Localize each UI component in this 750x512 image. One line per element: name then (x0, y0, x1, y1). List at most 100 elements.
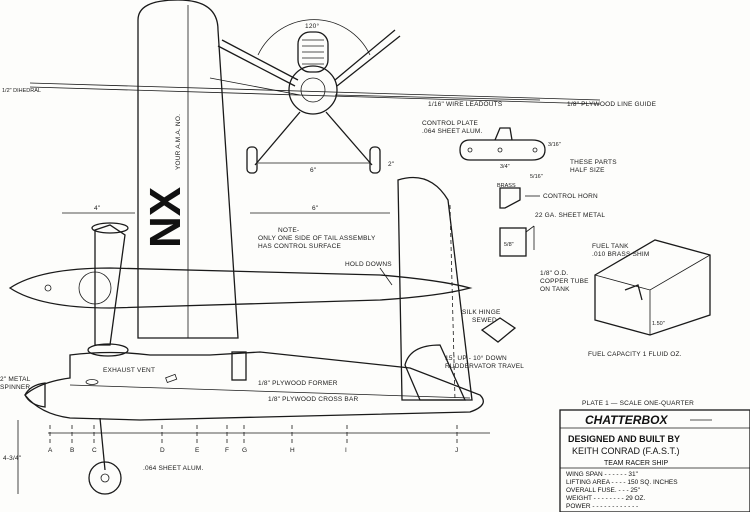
station-d: D (160, 447, 165, 454)
title-builder: KEITH CONRAD (F.A.S.T.) (572, 446, 680, 456)
hold-downs-label: HOLD DOWNS (345, 261, 392, 268)
station-e: E (195, 447, 200, 454)
tail-fin-top (397, 176, 473, 401)
travel-label-2: RUDDERVATOR TRAVEL (445, 363, 524, 370)
gear-leg-right (325, 111, 373, 166)
brass-label: BRASS (497, 183, 516, 189)
station-labels: A B C D E F G H I J (48, 425, 458, 454)
side-view: EXHAUST VENT 1/8" PLYWOOD FORMER 1/8" PL… (0, 309, 524, 495)
hinge-label-2: SEWED (472, 317, 497, 324)
wing-outline (137, 0, 239, 339)
control-plate-shape (459, 139, 546, 161)
alum-label: .064 SHEET ALUM. (143, 465, 204, 472)
note-line-2: ONLY ONE SIDE OF TAIL ASSEMBLY (258, 235, 376, 242)
gear-track-dim: 6" (310, 167, 317, 174)
horn-dim: 5/16" (530, 174, 543, 180)
leadout-wire-left (209, 77, 301, 96)
former-label: 1/8" PLYWOOD FORMER (258, 380, 338, 387)
bracket-dim: 5/8" (504, 242, 514, 248)
title-block: PLATE 1 — SCALE ONE-QUARTER CHATTERBOX D… (559, 400, 750, 512)
tube-label-2: COPPER TUBE (540, 278, 589, 285)
registration-nx: NX (141, 187, 190, 248)
title-frame (559, 409, 750, 512)
angle-label: 120° (305, 22, 319, 30)
title-team: TEAM RACER SHIP (604, 460, 669, 467)
spinner-label-2: SPINNER (0, 384, 30, 391)
fuselage-planform: 4" 6" NOTE- ONLY ONE SIDE OF TAIL ASSEMB… (8, 176, 473, 401)
station-j: J (455, 447, 458, 454)
gear-strut-top (94, 224, 126, 346)
v-tail-left (221, 39, 299, 81)
station-g: G (242, 447, 247, 454)
fuselage-outline (8, 267, 473, 309)
tank-label-2: .010 BRASS SHIM (592, 251, 650, 258)
station-i: I (345, 447, 347, 454)
gear-leg-left (254, 111, 301, 166)
half-size-label-2: HALF SIZE (570, 167, 605, 174)
spec-list: WING SPAN - - - - - - 31"LIFTING AREA - … (566, 471, 678, 510)
control-plate-label-1: CONTROL PLATE (422, 120, 479, 127)
crossbar-line (69, 384, 471, 399)
title-designed: DESIGNED AND BUILT BY (568, 434, 680, 444)
spec-line: WING SPAN - - - - - - 31" (566, 471, 639, 478)
wheel-right (369, 146, 381, 174)
line-guide-label: 1/8" PLYWOOD LINE GUIDE (567, 101, 657, 108)
tube-label-3: ON TANK (540, 286, 570, 293)
tank-tube (624, 284, 643, 301)
spec-line: WEIGHT - - - - - - - - 29 OZ. (566, 495, 646, 502)
spec-line: POWER - - - - - - - - - - - - (566, 503, 638, 510)
crossbar-label: 1/8" PLYWOOD CROSS BAR (268, 396, 358, 403)
wheel-top (91, 222, 129, 234)
control-horn-label: CONTROL HORN (543, 193, 598, 200)
station-b: B (70, 447, 75, 454)
angle-arc (257, 19, 371, 56)
station-c: C (92, 447, 97, 454)
plywood-former (231, 351, 247, 381)
plate-width-dim: 3/4" (500, 164, 510, 170)
exhaust-vent (85, 379, 99, 385)
engine-side (87, 343, 129, 357)
station-a: A (48, 447, 53, 454)
wheel-left (246, 146, 258, 174)
tube-label-1: 1/8" O.D. (540, 270, 568, 277)
small-parts: CONTROL PLATE .064 SHEET ALUM. 3/4" 3/16… (422, 120, 617, 257)
wing-span-line (29, 82, 601, 101)
ama-number-label: YOUR A.M.A. NO. (175, 114, 182, 170)
leadouts-label: 1/16" WIRE LEADOUTS (428, 101, 503, 108)
silk-hinge (480, 317, 517, 343)
tank-outline (594, 239, 711, 336)
note-line-3: HAS CONTROL SURFACE (258, 243, 341, 250)
spinner-side (24, 382, 46, 408)
spec-line: OVERALL FUSE. - - - 25" (566, 487, 641, 494)
spinner-label-1: 2" METAL (0, 376, 31, 383)
dihedral-label: 1/2" DIHEDRAL (2, 88, 41, 94)
sheet-metal-label: 22 GA. SHEET METAL (535, 212, 605, 219)
bracket-shape (499, 227, 527, 257)
note-line-1: NOTE- (278, 227, 299, 234)
control-plate-label-2: .064 SHEET ALUM. (422, 128, 483, 135)
v-tail-right (334, 29, 396, 81)
plate-height-dim: 3/16" (548, 142, 561, 148)
leadout-wire-right (334, 94, 541, 101)
tank-label-1: FUEL TANK (592, 243, 629, 250)
station-f: F (225, 447, 229, 454)
dim-6: 6" (312, 205, 319, 212)
title-name: CHATTERBOX (585, 413, 668, 427)
fuel-tank: FUEL TANK .010 BRASS SHIM 1/8" O.D. COPP… (540, 239, 711, 358)
front-view: 120° 1/2" DIHEDRAL 1/16" WIRE LEADOUTS 1… (2, 19, 657, 174)
dim-4: 4" (94, 205, 101, 212)
fuel-capacity-label: FUEL CAPACITY 1 FLUID OZ. (588, 351, 682, 358)
wheel-side (88, 461, 122, 495)
exhaust-label: EXHAUST VENT (103, 367, 155, 374)
station-h: H (290, 447, 295, 454)
travel-label-1: 15° UP - 10° DOWN (445, 354, 507, 362)
wing-planform: NX YOUR A.M.A. NO. (137, 0, 239, 339)
tail-fin-side (404, 344, 467, 401)
tank-dim: 1.50" (652, 321, 665, 327)
hinge-label-1: SILK HINGE (462, 309, 501, 316)
height-dim: 4-3/4" (3, 455, 22, 462)
gear-height-dim: 2" (388, 161, 395, 168)
side-fuselage-outline (24, 351, 484, 421)
